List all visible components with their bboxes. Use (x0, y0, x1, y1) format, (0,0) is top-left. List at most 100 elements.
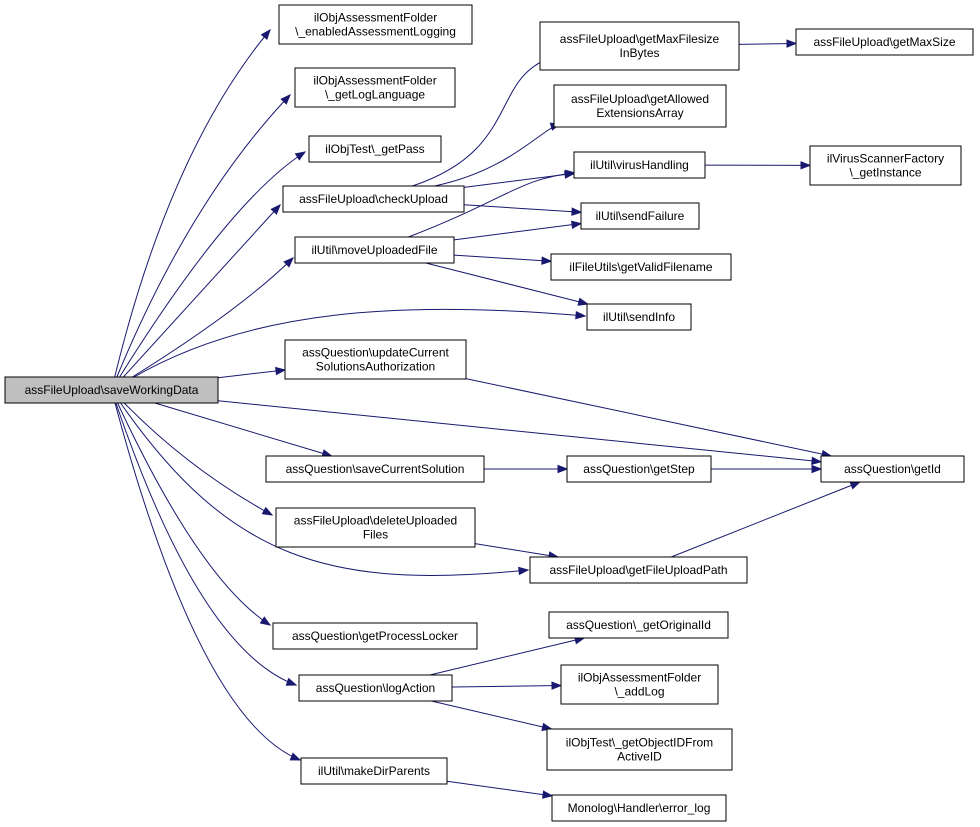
node-label: assFileUpload\checkUpload (299, 192, 448, 206)
edge-line (453, 223, 582, 241)
node-getId[interactable]: assQuestion\getId (820, 455, 965, 483)
arrowhead-icon (786, 39, 798, 48)
arrowhead-icon (260, 28, 271, 41)
edge-virusHandling-to-virusFactory (704, 161, 812, 170)
node-makeDir[interactable]: ilUtil\makeDirParents (300, 757, 448, 785)
edge-checkUpload-to-getAllowedExt (434, 122, 562, 187)
edge-moveUploaded-to-virusHandling (408, 169, 577, 238)
edge-root-to-makeDir (114, 402, 302, 761)
node-label: assFileUpload\saveWorkingData (25, 383, 199, 397)
edge-moveUploaded-to-sendFailure (453, 220, 583, 241)
edge-root-to-getFileUploadPath (120, 402, 530, 576)
edge-root-to-logAction (115, 402, 298, 686)
node-getValidFilename[interactable]: ilFileUtils\getValidFilename (550, 253, 732, 281)
node-label: ilFileUtils\getValidFilename (569, 260, 712, 274)
node-root[interactable]: assFileUpload\saveWorkingData (4, 376, 219, 404)
arrowhead-icon (283, 257, 294, 268)
node-label: \_getLogLanguage (325, 88, 425, 102)
node-box (294, 236, 455, 264)
node-label: ilObjAssessmentFolder (578, 671, 701, 685)
node-sendFailure[interactable]: ilUtil\sendFailure (580, 202, 700, 230)
node-getProcessLocker[interactable]: assQuestion\getProcessLocker (272, 622, 478, 650)
edge-line (154, 402, 332, 457)
node-box (560, 664, 719, 705)
node-label: ilUtil\sendInfo (603, 310, 675, 324)
node-getOriginalId[interactable]: assQuestion\_getOriginalId (548, 611, 729, 639)
edge-line (451, 685, 562, 688)
arrowhead-icon (261, 506, 274, 516)
edge-root-to-getProcessLocker (117, 402, 272, 626)
node-getFileUploadPath[interactable]: assFileUpload\getFileUploadPath (529, 556, 748, 584)
node-label: ilUtil\moveUploadedFile (311, 243, 437, 257)
node-saveCurrent[interactable]: assQuestion\saveCurrentSolution (265, 455, 485, 483)
edge-root-to-enabledLog (114, 28, 271, 378)
node-getPass[interactable]: ilObjTest\_getPass (308, 135, 442, 163)
node-label: assFileUpload\deleteUploaded (294, 514, 457, 528)
arrowhead-icon (275, 366, 287, 376)
edge-root-to-getId (217, 400, 823, 466)
node-label: \_getInstance (849, 166, 921, 180)
node-box (551, 794, 727, 822)
arrowhead-icon (800, 161, 812, 170)
node-label: assFileUpload\getMaxSize (813, 35, 955, 49)
edge-line (431, 700, 552, 730)
node-enabledLog[interactable]: ilObjAssessmentFolder\_enabledAssessment… (278, 4, 473, 45)
node-box (573, 151, 706, 179)
edge-line (133, 308, 586, 378)
node-errorLog[interactable]: Monolog\Handler\error_log (551, 794, 727, 822)
edge-root-to-saveCurrent (154, 402, 333, 458)
node-box (282, 185, 465, 213)
node-logAction[interactable]: assQuestion\logAction (298, 674, 453, 702)
node-box (298, 674, 453, 702)
node-updateAuth[interactable]: assQuestion\updateCurrentSolutionsAuthor… (284, 339, 467, 380)
node-addLog[interactable]: ilObjAssessmentFolder\_addLog (560, 664, 719, 705)
node-checkUpload[interactable]: assFileUpload\checkUpload (282, 185, 465, 213)
edge-line (217, 400, 822, 463)
node-box (546, 728, 733, 771)
node-label: ExtensionsArray (596, 106, 683, 120)
node-box (284, 339, 467, 380)
arrowhead-icon (575, 310, 587, 320)
node-label: assQuestion\_getOriginalId (566, 618, 711, 632)
edge-root-to-sendInfo (133, 308, 587, 378)
node-box (300, 757, 448, 785)
arrowhead-icon (541, 256, 553, 265)
arrowhead-icon (551, 681, 563, 690)
node-getMaxSize[interactable]: assFileUpload\getMaxSize (795, 28, 974, 56)
edge-line (671, 481, 860, 558)
node-virusHandling[interactable]: ilUtil\virusHandling (573, 151, 706, 179)
node-label: Files (363, 528, 388, 542)
edge-line (465, 378, 832, 457)
arrowhead-icon (259, 616, 272, 626)
edge-moveUploaded-to-getValidFilename (453, 254, 553, 265)
node-sendInfo[interactable]: ilUtil\sendInfo (586, 303, 692, 331)
node-box (294, 67, 456, 108)
node-virusFactory[interactable]: ilVirusScannerFactory\_getInstance (809, 145, 962, 186)
node-box (529, 556, 748, 584)
node-label: ilObjAssessmentFolder (313, 74, 436, 88)
node-label: assQuestion\saveCurrentSolution (286, 462, 465, 476)
node-label: ilVirusScannerFactory (827, 152, 944, 166)
node-getLogLang[interactable]: ilObjAssessmentFolder\_getLogLanguage (294, 67, 456, 108)
edge-layer (114, 28, 862, 799)
node-box (580, 202, 700, 230)
node-label: ilObjTest\_getObjectIDFrom (566, 736, 713, 750)
edge-checkUpload-to-sendFailure (463, 204, 583, 216)
node-label: ilObjTest\_getPass (325, 142, 424, 156)
edge-line (114, 29, 271, 378)
node-label: Monolog\Handler\error_log (568, 801, 711, 815)
edge-line (114, 402, 301, 761)
node-getStep[interactable]: assQuestion\getStep (566, 455, 712, 483)
arrowhead-icon (289, 752, 302, 761)
node-box (539, 21, 740, 71)
node-label: InBytes (619, 46, 659, 60)
node-label: \_addLog (614, 685, 664, 699)
arrowhead-icon (811, 456, 823, 466)
node-moveUploaded[interactable]: ilUtil\moveUploadedFile (294, 236, 455, 264)
node-label: assFileUpload\getFileUploadPath (549, 563, 727, 577)
